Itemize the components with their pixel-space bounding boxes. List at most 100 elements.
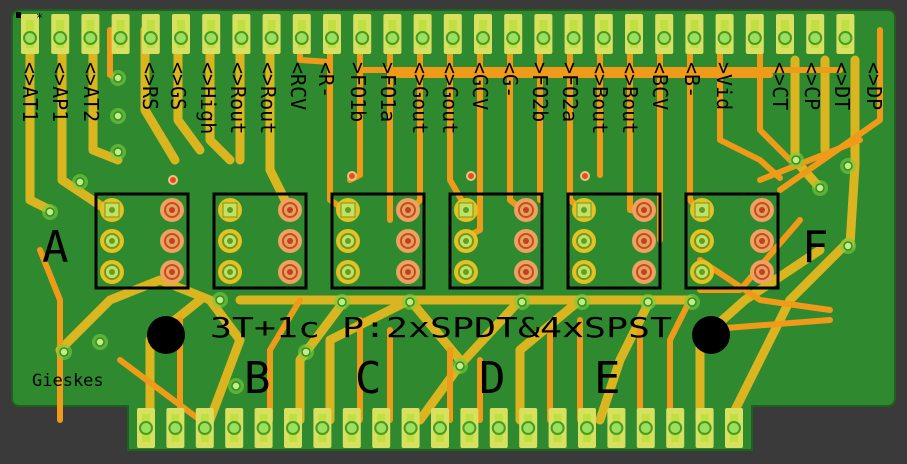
- switch-pad-hole: [523, 238, 529, 244]
- connector-label: <>AP1: [48, 62, 72, 122]
- connector-label: <>CT: [768, 62, 792, 110]
- connector-label: <>Rout: [256, 62, 280, 134]
- via: [59, 347, 69, 357]
- corner-mark: *: [36, 11, 43, 25]
- edge-via: [657, 31, 672, 45]
- via: [843, 241, 853, 251]
- switch-outline: [212, 192, 308, 290]
- connector-label: >FO1b: [346, 62, 370, 122]
- edge-via: [53, 31, 68, 45]
- switch-outline: [330, 192, 426, 290]
- edge-via: [609, 421, 624, 435]
- edge-via: [256, 421, 271, 435]
- via: [337, 297, 347, 307]
- edge-via: [204, 31, 219, 45]
- edge-via: [403, 421, 418, 435]
- edge-via: [344, 421, 359, 435]
- connector-label: >Vid: [712, 62, 736, 110]
- switch-footprint: [566, 192, 662, 290]
- edge-via: [566, 31, 581, 45]
- switch-pad-hole: [641, 269, 647, 275]
- switch-pad-hole: [345, 269, 351, 275]
- switch-pad-hole: [463, 269, 469, 275]
- switch-pad-hole: [581, 238, 587, 244]
- via: [45, 207, 55, 217]
- switch-pad-hole: [581, 269, 587, 275]
- connector-label: >FO2b: [528, 62, 552, 122]
- switch-pad-hole: [463, 207, 469, 213]
- edge-via: [227, 421, 242, 435]
- switch-label-e: E: [594, 353, 621, 404]
- connector-label: <B-: [680, 62, 704, 98]
- edge-via: [476, 31, 490, 45]
- via: [643, 297, 653, 307]
- vias: [42, 70, 856, 394]
- edge-via: [697, 421, 712, 435]
- via: [231, 381, 241, 391]
- corner-mark: [16, 12, 21, 18]
- edge-via: [23, 31, 37, 45]
- edge-via: [139, 421, 153, 435]
- switch-pad-hole: [109, 269, 115, 275]
- switch-footprint: [94, 192, 190, 290]
- edge-via: [286, 421, 300, 435]
- switch-label-d: D: [479, 353, 506, 404]
- connector-label: <R-: [314, 62, 338, 98]
- edge-via: [521, 421, 536, 435]
- connector-label: <>High: [196, 62, 220, 134]
- bottom-edge-connector: [137, 408, 743, 448]
- switch-pad-hole: [109, 207, 115, 213]
- via: [815, 183, 825, 193]
- mounting-hole-left: [147, 316, 185, 354]
- switch-pad-hole: [227, 269, 233, 275]
- via: [301, 347, 311, 357]
- switch-pad-hole: [759, 238, 765, 244]
- via: [455, 361, 465, 371]
- switch-pad-hole: [405, 238, 411, 244]
- mounting-hole-right: [692, 316, 730, 354]
- via: [843, 161, 853, 171]
- edge-via: [113, 31, 128, 45]
- designer-credit: Gieskes: [32, 371, 104, 391]
- switch-pad-hole: [405, 269, 411, 275]
- edge-via: [580, 421, 594, 435]
- pcb-outline: [11, 9, 896, 451]
- via: [577, 297, 587, 307]
- connector-labels: <>AT1<>AP1<>AT2<>RS<>GS<>High<>Rout<>Rou…: [18, 62, 886, 134]
- switch-pad-hole: [169, 269, 175, 275]
- bottom-traces: [25, 25, 860, 425]
- via: [113, 73, 123, 83]
- switch-pad-hole: [109, 238, 115, 244]
- switch-outline: [94, 192, 190, 290]
- edge-via: [778, 31, 792, 45]
- switch-pad-hole: [523, 269, 529, 275]
- marker-dot: [347, 171, 357, 181]
- switch-pad-hole: [699, 238, 705, 244]
- edge-via: [808, 31, 823, 45]
- edge-via: [596, 31, 611, 45]
- switch-pad-hole: [641, 207, 647, 213]
- switch-pad-hole: [169, 207, 175, 213]
- switch-pad-hole: [227, 238, 233, 244]
- edge-via: [747, 31, 762, 45]
- edge-via: [717, 31, 732, 45]
- switch-pad-hole: [699, 269, 705, 275]
- edge-via: [234, 31, 249, 45]
- edge-via: [264, 31, 279, 45]
- connector-label: <>AT2: [79, 62, 103, 122]
- switch-pad-hole: [699, 207, 705, 213]
- switch-label-f: F: [802, 222, 829, 273]
- connector-label: <RCV: [286, 62, 310, 110]
- switch-pad-hole: [641, 238, 647, 244]
- connector-label: <>RS: [138, 62, 162, 110]
- edge-via: [638, 421, 653, 435]
- edge-via: [491, 421, 506, 435]
- edge-via: [143, 31, 158, 45]
- top-edge-connector: [21, 14, 855, 54]
- edge-via: [727, 421, 741, 435]
- connector-label: <>Bout: [618, 62, 642, 134]
- connector-label: <>Bout: [588, 62, 612, 134]
- edge-via: [536, 31, 551, 45]
- connector-label: <>DP: [862, 62, 886, 110]
